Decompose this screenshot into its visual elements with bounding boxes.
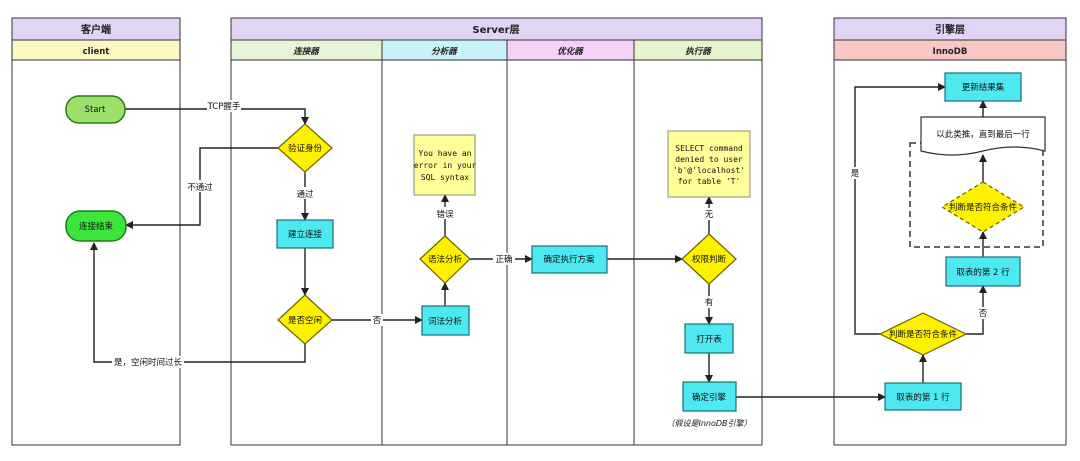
build-connection-node: 建立连接 (276, 219, 334, 249)
edge-match1-secondrow (966, 285, 987, 335)
client-lane-subtitle: client (83, 47, 110, 57)
svg-text:权限判断: 权限判断 (692, 254, 727, 265)
syntax-analysis-decision: 语法分析 (419, 235, 471, 284)
syntax-error-note: You have an error in your SQL syntax (413, 134, 477, 196)
verify-identity-decision: 验证身份 (277, 123, 333, 173)
permission-denied-note: SELECT command denied to user 'b'@'local… (667, 130, 751, 198)
analyzer-subtitle: 分析器 (431, 46, 458, 57)
svg-text:是否空闲: 是否空闲 (288, 315, 322, 326)
svg-text:更新结果集: 更新结果集 (962, 82, 1005, 93)
label-none: 无 (705, 210, 714, 220)
svg-text:SELECT command: SELECT command (675, 144, 743, 153)
svg-text:取表的第 2 行: 取表的第 2 行 (956, 267, 1010, 278)
svg-text:连接结束: 连接结束 (79, 221, 114, 232)
svg-text:语法分析: 语法分析 (428, 254, 463, 265)
optimizer-subtitle: 优化器 (557, 46, 584, 57)
svg-text:验证身份: 验证身份 (288, 143, 323, 154)
determine-engine-node: 确定引擎 (682, 381, 737, 412)
condition-check-decision-2: 判断是否符合条件 (940, 181, 1026, 233)
edge-idle-yes (90, 242, 306, 363)
innodb-assumption-caption: （假设是InnoDB引擎） (666, 419, 751, 428)
server-lane-title: Server层 (472, 24, 519, 36)
edges (90, 83, 987, 401)
server-lane-body (230, 59, 763, 446)
fetch-first-row-node: 取表的第 1 行 (884, 382, 962, 411)
connector-subtitle: 连接器 (293, 46, 320, 57)
svg-text:'b'@'localhost': 'b'@'localhost' (673, 166, 745, 175)
edge-match1-update (854, 83, 946, 335)
condition-check-decision-1: 判断是否符合条件 (878, 312, 968, 356)
executor-subtitle: 执行器 (685, 46, 712, 57)
svg-text:判断是否符合条件: 判断是否符合条件 (889, 329, 958, 340)
permission-check-decision: 权限判断 (681, 233, 737, 285)
engine-lane: 引擎层 InnoDB (833, 17, 1067, 446)
label-yes: 是 (851, 169, 860, 179)
svg-text:error in your: error in your (414, 161, 477, 170)
execution-plan-node: 确定执行方案 (531, 245, 608, 274)
label-reject: 不通过 (187, 182, 213, 193)
svg-text:You have an: You have an (419, 149, 472, 158)
svg-text:for table 'T': for table 'T' (678, 177, 741, 186)
svg-text:建立连接: 建立连接 (288, 229, 323, 240)
svg-text:取表的第 1 行: 取表的第 1 行 (896, 392, 950, 403)
engine-lane-body (833, 59, 1067, 446)
svg-text:Start: Start (85, 105, 106, 115)
svg-text:denied to user: denied to user (675, 155, 743, 164)
engine-lane-title: 引擎层 (935, 23, 965, 36)
update-result-set-node: 更新结果集 (944, 72, 1022, 102)
start-node: Start (65, 95, 126, 124)
svg-text:以此类推，直到最后一行: 以此类推，直到最后一行 (936, 129, 1030, 140)
loop-dashed-box (909, 142, 1044, 248)
client-lane: 客户端 client (11, 17, 181, 446)
edge-tcp (125, 108, 309, 125)
svg-text:判断是否符合条件: 判断是否符合条件 (949, 202, 1018, 213)
svg-text:确定引擎: 确定引擎 (692, 392, 727, 403)
lexical-analysis-node: 词法分析 (421, 305, 470, 336)
label-yes-idle: 是，空闲时间过长 (114, 357, 183, 368)
svg-text:SQL syntax: SQL syntax (421, 173, 469, 182)
label-correct: 正确 (495, 254, 512, 265)
svg-text:打开表: 打开表 (696, 334, 722, 345)
server-lane: Server层 连接器 分析器 优化器 执行器 (230, 17, 763, 446)
label-tcp: TCP握手 (207, 101, 241, 112)
label-error: 错误 (436, 209, 454, 220)
loop-until-last-row-note: 以此类推，直到最后一行 (920, 116, 1046, 156)
client-lane-body (11, 59, 181, 446)
label-has: 有 (705, 297, 714, 308)
label-no: 否 (373, 316, 382, 326)
label-no2: 否 (979, 309, 988, 319)
client-lane-title: 客户端 (80, 23, 111, 36)
connection-end-node: 连接结束 (65, 210, 127, 242)
innodb-subtitle: InnoDB (933, 47, 968, 57)
edge-labels: TCP握手 不通过 通过 否 是，空闲时间过长 错误 正确 无 有 是 否 (112, 100, 989, 368)
fetch-second-row-node: 取表的第 2 行 (945, 256, 1021, 287)
is-idle-decision: 是否空闲 (277, 294, 333, 345)
svg-text:词法分析: 词法分析 (428, 316, 463, 327)
svg-text:确定执行方案: 确定执行方案 (543, 254, 595, 265)
label-pass: 通过 (296, 189, 314, 200)
open-table-node: 打开表 (684, 323, 734, 354)
